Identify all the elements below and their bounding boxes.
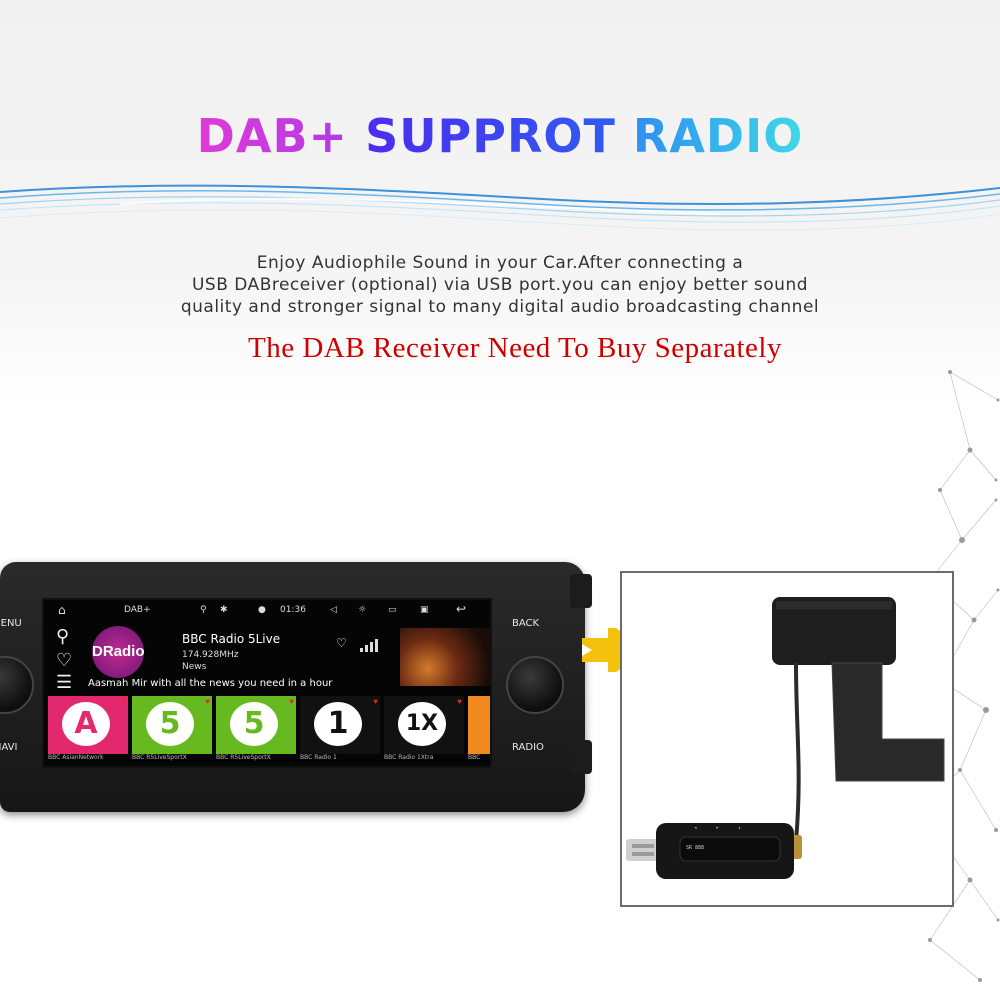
usb-dab-receiver-image: SR 888 ◂ ▸ ▴ bbox=[626, 597, 945, 879]
brightness-icon[interactable]: ☼ bbox=[358, 605, 367, 615]
list-icon[interactable]: ☰ bbox=[56, 672, 73, 692]
preset-label: BBC R5LiveSportX bbox=[132, 754, 187, 761]
status-bar: ⌂ DAB+ ⚲ ✱ ● 01:36 ◁ ☼ ▭ ▣ ↩ bbox=[44, 600, 490, 622]
receiver-display-text: SR 888 bbox=[686, 845, 704, 851]
preset-favorite-icon[interactable]: ♥ bbox=[121, 697, 126, 706]
station-genre: News bbox=[182, 662, 207, 672]
station-name: BBC Radio 5Live bbox=[182, 632, 281, 646]
preset-tile[interactable]: ♥BBC bbox=[468, 696, 490, 761]
preset-label: BBC AsianNetwork bbox=[48, 754, 104, 761]
location-icon: ● bbox=[258, 605, 266, 615]
window-icon[interactable]: ▣ bbox=[420, 605, 429, 615]
search-icon[interactable]: ⚲ bbox=[56, 626, 70, 646]
preset-label: BBC Radio 1 bbox=[300, 754, 337, 761]
receiver-left-button[interactable]: ◂ bbox=[694, 825, 697, 831]
navi-button[interactable]: NAVI bbox=[0, 742, 18, 753]
preset-station-symbol: 5 bbox=[146, 702, 194, 746]
volume-icon[interactable]: ◁ bbox=[330, 605, 337, 615]
signal-strength-icon bbox=[360, 639, 378, 652]
usb-icon: ⚲ bbox=[200, 605, 207, 615]
back-button[interactable]: BACK bbox=[512, 618, 540, 629]
preset-tile[interactable]: 1 ♥ BBC Radio 1 bbox=[300, 696, 380, 761]
back-arrow-icon[interactable]: ↩ bbox=[456, 602, 467, 616]
preset-tile[interactable]: 5 ♥ BBC R5LiveSportX bbox=[132, 696, 212, 761]
preset-tile[interactable]: A ♥ BBC AsianNetwork bbox=[48, 696, 128, 761]
home-icon[interactable]: ⌂ bbox=[58, 603, 66, 617]
preset-station-symbol: 1 bbox=[314, 702, 362, 746]
receiver-right-button[interactable]: ▸ bbox=[716, 825, 719, 831]
station-slideshow-image bbox=[400, 628, 490, 686]
preset-favorite-icon[interactable]: ♥ bbox=[205, 697, 210, 706]
preset-station-symbol: 1X bbox=[398, 702, 446, 746]
headline-word-support: SUPPROT bbox=[365, 109, 616, 163]
headline-word-radio: RADIO bbox=[632, 109, 804, 163]
bluetooth-icon: ✱ bbox=[220, 605, 228, 615]
heart-icon[interactable]: ♡ bbox=[336, 636, 347, 650]
headline-word-dab: DAB+ bbox=[196, 109, 349, 163]
now-playing-ticker: Aasmah Mir with all the news you need in… bbox=[88, 678, 333, 689]
menu-button[interactable]: MENU bbox=[0, 618, 22, 629]
preset-tile-background bbox=[468, 696, 490, 754]
receiver-up-button[interactable]: ▴ bbox=[738, 825, 741, 831]
preset-favorite-icon[interactable]: ♥ bbox=[373, 697, 378, 706]
description-line-1: Enjoy Audiophile Sound in your Car.After… bbox=[256, 253, 744, 273]
preset-label: BBC R5LiveSportX bbox=[216, 754, 271, 761]
screenshot-icon[interactable]: ▭ bbox=[388, 605, 397, 615]
preset-station-symbol: 5 bbox=[230, 702, 278, 746]
radio-button[interactable]: RADIO bbox=[512, 742, 544, 753]
mounting-tab bbox=[570, 740, 592, 774]
station-frequency: 174.928MHz bbox=[182, 650, 239, 660]
receiver-notice: The DAB Receiver Need To Buy Separately bbox=[248, 332, 782, 364]
head-unit-screen: ⌂ DAB+ ⚲ ✱ ● 01:36 ◁ ☼ ▭ ▣ ↩ ⚲ ♡ ☰ DRadi… bbox=[42, 598, 492, 768]
preset-label: BBC bbox=[468, 754, 481, 761]
station-logo: DRadio bbox=[92, 626, 145, 678]
preset-tile[interactable]: 5 ♥ BBC R5LiveSportX bbox=[216, 696, 296, 761]
app-title: DAB+ bbox=[124, 605, 151, 615]
preset-tile[interactable]: 1X ♥ BBC Radio 1Xtra bbox=[384, 696, 464, 761]
headline: DAB+ SUPPROT RADIO bbox=[0, 108, 1000, 164]
description: Enjoy Audiophile Sound in your Car.After… bbox=[0, 252, 1000, 318]
preset-favorite-icon[interactable]: ♥ bbox=[457, 697, 462, 706]
preset-station-symbol: A bbox=[62, 702, 110, 746]
preset-favorite-icon[interactable]: ♥ bbox=[289, 697, 294, 706]
favorite-icon[interactable]: ♡ bbox=[56, 650, 73, 670]
mounting-tab bbox=[570, 574, 592, 608]
header-background bbox=[0, 0, 1000, 400]
right-tuning-knob[interactable] bbox=[506, 656, 564, 714]
decorative-wave-lines bbox=[0, 184, 1000, 231]
clock-time: 01:36 bbox=[280, 605, 306, 615]
preset-label: BBC Radio 1Xtra bbox=[384, 754, 434, 761]
description-line-2: USB DABreceiver (optional) via USB port.… bbox=[191, 275, 809, 295]
description-line-3: quality and stronger signal to many digi… bbox=[180, 297, 820, 317]
